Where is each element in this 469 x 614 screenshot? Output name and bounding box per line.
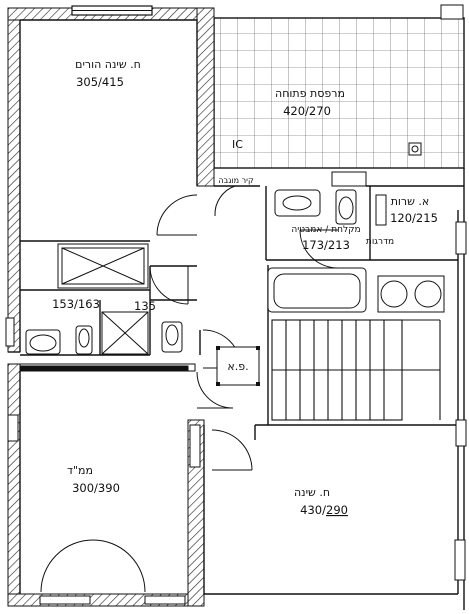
label-shaft: פ.א. [227, 360, 248, 373]
wall-lines [8, 19, 465, 610]
label-roof-note: קיר מוגבה [218, 176, 254, 185]
label-parents-bath-dims: 153/163 [52, 297, 100, 311]
label-bedroom-dims: 430/ [300, 503, 326, 517]
shower-tray [101, 311, 149, 355]
terrace-sliding-door [331, 171, 367, 187]
label-bedroom-name: ח. שינה [294, 486, 330, 499]
label-shower-dims: 135 [134, 299, 156, 313]
door-swings [40, 185, 339, 593]
side-windows [5, 221, 467, 605]
label-parents-name: ח. שינה הורים [75, 58, 141, 71]
label-laundry-dims: 120/215 [390, 211, 438, 225]
inner-walls [19, 363, 196, 372]
label-bath-name: מקלחת / אמבטיה [291, 225, 360, 235]
parents-bath-fixtures [25, 321, 183, 355]
label-bath-dims: 173/213 [302, 238, 350, 252]
label-terrace-name: מרפסת פתוחה [275, 87, 345, 100]
label-safe-room-name: ממ"ד [67, 464, 93, 477]
shaft-box [216, 346, 260, 386]
label-safe-room-dims: 300/390 [72, 481, 120, 495]
terrace-drain-inner [411, 145, 419, 153]
label-stairs: מדרגות [366, 237, 394, 247]
label-laundry-name: א. שרות [391, 195, 430, 208]
wardrobe [57, 243, 149, 289]
label-parents-dims: 305/415 [76, 75, 124, 89]
terrace-rail-corner [440, 4, 464, 20]
staircase [271, 319, 441, 421]
bathroom-fixtures [267, 189, 445, 313]
terrace-floor [213, 17, 465, 169]
terrace-corner-mark: IC [232, 138, 243, 151]
label-terrace-dims: 420/270 [283, 104, 331, 118]
outer-walls [7, 7, 215, 607]
label-bedroom-dims-underlined: 290 [326, 503, 348, 517]
